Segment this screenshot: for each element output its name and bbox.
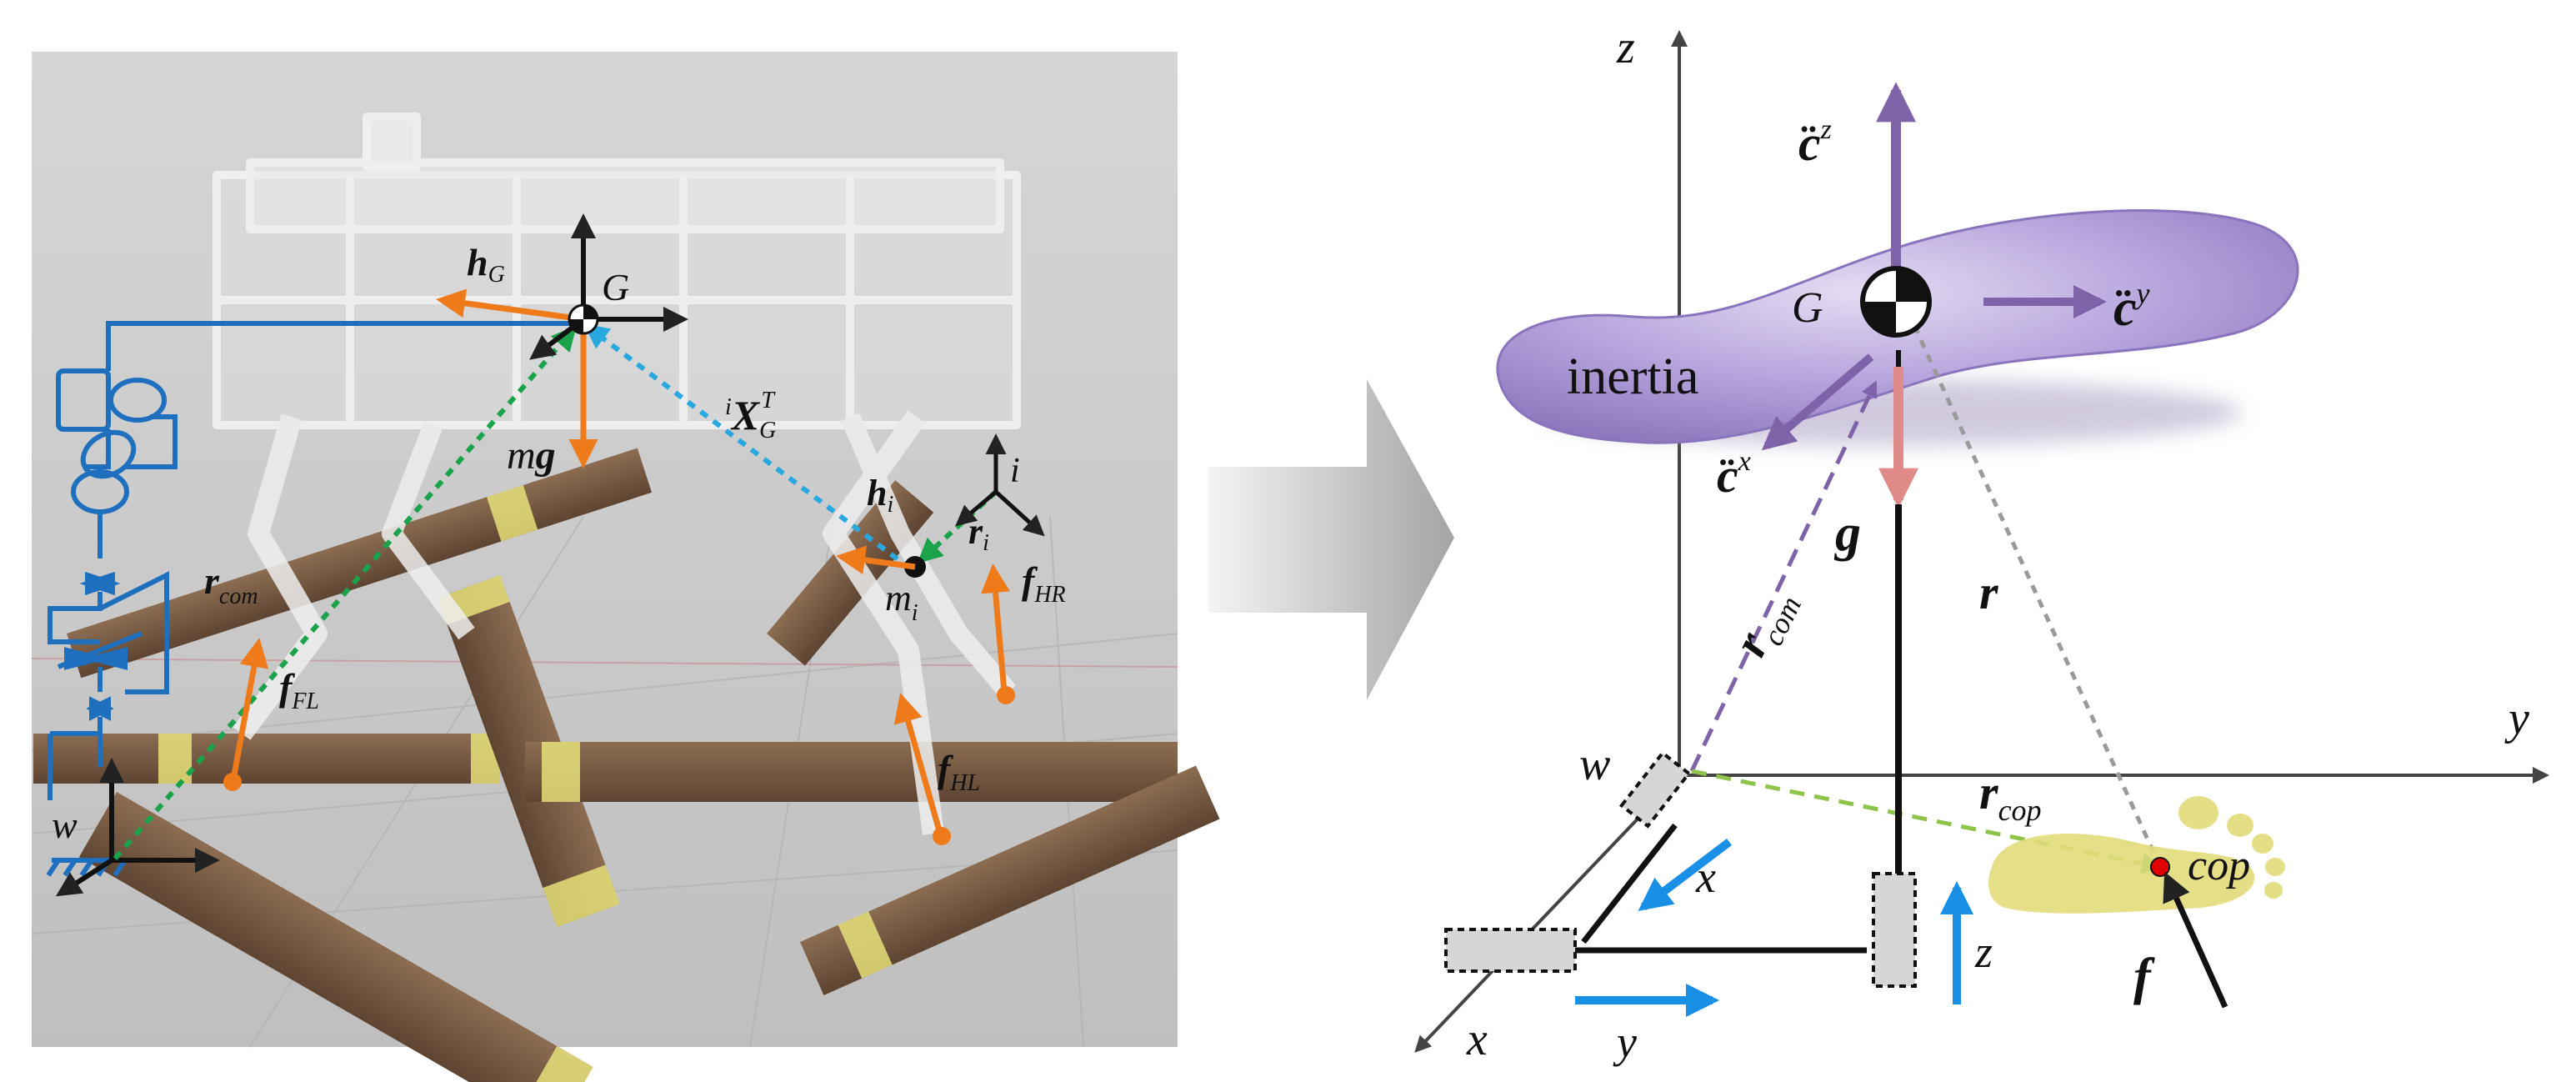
rcop-dashed-vector <box>1691 769 2163 874</box>
floating-base-mechanism <box>46 321 575 877</box>
label-G-left: G <box>602 266 629 308</box>
cop-point <box>2150 857 2170 877</box>
timber-beam <box>525 742 1178 802</box>
label-z-axis: z <box>1616 22 1635 73</box>
fHR-contact <box>997 686 1015 704</box>
label-y-axis: y <box>2504 693 2529 744</box>
label-mg: mg <box>507 433 556 478</box>
label-x-axis: x <box>1466 1014 1488 1065</box>
fFL-arrow <box>230 638 269 780</box>
label-iXG: iXGT <box>725 388 776 443</box>
label-fHR: fHR <box>1022 559 1066 608</box>
label-ri: ri <box>968 511 989 556</box>
com-symbol <box>1860 266 1932 338</box>
rcom-dashed-vector <box>113 325 577 860</box>
r-dashed-vector <box>1911 322 2163 869</box>
hG-arrow <box>436 288 584 323</box>
label-cz: ¨cz <box>1798 114 1832 171</box>
label-z-blue: z <box>1974 927 1993 977</box>
right-panel: inertia G <box>1414 22 2549 1067</box>
fFL-contact <box>223 773 242 791</box>
prismatic-joints <box>1444 750 1917 988</box>
timber-beam <box>67 448 653 679</box>
label-hi: hi <box>867 473 893 518</box>
label-cy: ¨cy <box>2113 277 2150 337</box>
label-fHL: fHL <box>938 748 980 796</box>
world-axes <box>1414 30 2549 1053</box>
label-x-blue: x <box>1695 852 1716 902</box>
robot-top-box <box>363 113 421 171</box>
world-frame <box>55 758 220 897</box>
label-cop: cop <box>2188 842 2250 889</box>
label-g: g <box>1833 505 1861 562</box>
label-w-right: w <box>1579 739 1610 790</box>
label-G-right: G <box>1792 284 1823 332</box>
label-fFL: fFL <box>279 666 319 714</box>
label-inertia: inertia <box>1567 348 1698 405</box>
label-rcom-right: rcom <box>1722 579 1808 668</box>
hi-arrow <box>836 545 916 575</box>
prismatic-block-x <box>1618 750 1692 829</box>
fHR-arrow <box>981 564 1010 693</box>
x-motion-arrow <box>1638 839 1733 911</box>
cx-arrow <box>1761 353 1874 451</box>
label-rcop: rcop <box>1979 765 2042 827</box>
quadruped-robot <box>213 113 1021 835</box>
timber-beam <box>33 734 500 784</box>
label-w-left: w <box>52 804 78 846</box>
fHL-arrow <box>893 693 943 834</box>
timber-beam <box>79 792 593 1082</box>
link-frame-i <box>955 433 1045 537</box>
label-rcom-left: rcom <box>204 559 258 609</box>
label-i-axis: i <box>1010 452 1020 490</box>
label-mi: mi <box>885 578 918 626</box>
label-y-blue: y <box>1613 1017 1637 1067</box>
fHL-contact <box>933 827 951 845</box>
prismatic-block-z <box>1872 872 1917 988</box>
com-symbol <box>568 303 599 335</box>
rcom-dashed-vector <box>1689 380 1878 773</box>
contact-force-arrow <box>2163 871 2228 1009</box>
transition-arrow <box>1208 379 1454 700</box>
timber-beam <box>800 765 1220 995</box>
label-hG: hG <box>467 241 505 288</box>
left-panel: G hG mg iXGT i hi ri mi fHR rcom fFL fHL… <box>31 52 1220 1082</box>
label-cx: ¨cx <box>1717 446 1751 503</box>
iXG-dashed-vector <box>583 323 912 571</box>
prismatic-block-y <box>1444 928 1577 973</box>
label-r: r <box>1979 565 1998 619</box>
label-f: f <box>2133 949 2155 1005</box>
